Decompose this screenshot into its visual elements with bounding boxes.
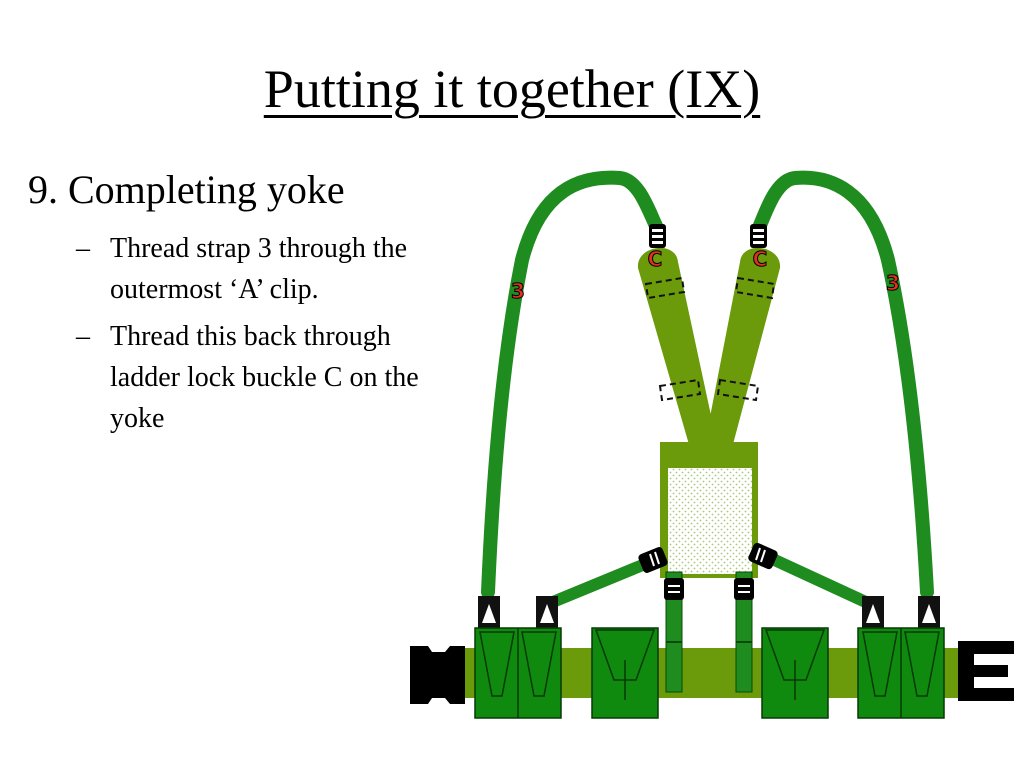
pouches [474, 627, 945, 719]
a-clip-inner-right [862, 596, 884, 628]
yoke-arm-left [637, 247, 718, 448]
yoke [637, 247, 781, 578]
belt-end-cap-left [410, 646, 465, 704]
center-straps [664, 571, 754, 693]
pouch-single-left [591, 627, 659, 719]
harness-diagram: 3 3 C C [410, 170, 1014, 719]
bullet-dash: – [76, 321, 90, 352]
ladder-lock-buckle-right [750, 224, 767, 248]
strap-3-left [481, 170, 665, 599]
a-clip-outer-left [478, 596, 500, 628]
section-heading: 9. Completing yoke [28, 167, 345, 212]
pouch-single-right [761, 627, 829, 719]
pouch-double-left [474, 627, 562, 719]
yoke-mesh-panel [668, 468, 752, 574]
bullet-list: – Thread strap 3 through the outermost ‘… [72, 228, 442, 445]
a-clip-inner-left [536, 596, 558, 628]
yoke-arm-right [704, 247, 781, 448]
bullet-text: Thread strap 3 through the outermost ‘A’… [110, 233, 408, 305]
slide-title: Putting it together (IX) [263, 59, 761, 119]
center-strap-right [735, 571, 753, 693]
strap-3-right [751, 170, 934, 599]
side-strap-right [760, 550, 876, 610]
a-clips [478, 596, 940, 628]
belt-buckle-right [958, 641, 1014, 701]
yoke-stitching [644, 276, 776, 402]
buckle-label-right: C [753, 247, 768, 271]
ladder-lock-buckle-left [649, 224, 666, 248]
side-strap-left [542, 556, 656, 610]
side-straps [542, 542, 876, 610]
shoulder-straps [481, 170, 934, 599]
bullet-dash: – [76, 233, 90, 264]
pouch-double-right [857, 627, 945, 719]
strap-label-left: 3 [511, 279, 525, 303]
a-clip-outer-right [918, 596, 940, 628]
strap-label-right: 3 [886, 271, 900, 295]
bullet-text: Thread this back through ladder lock buc… [110, 321, 419, 434]
bullet-item: – Thread this back through ladder lock b… [72, 316, 442, 439]
bullet-item: – Thread strap 3 through the outermost ‘… [72, 228, 442, 310]
buckle-label-left: C [648, 247, 663, 271]
center-strap-left [665, 571, 683, 693]
